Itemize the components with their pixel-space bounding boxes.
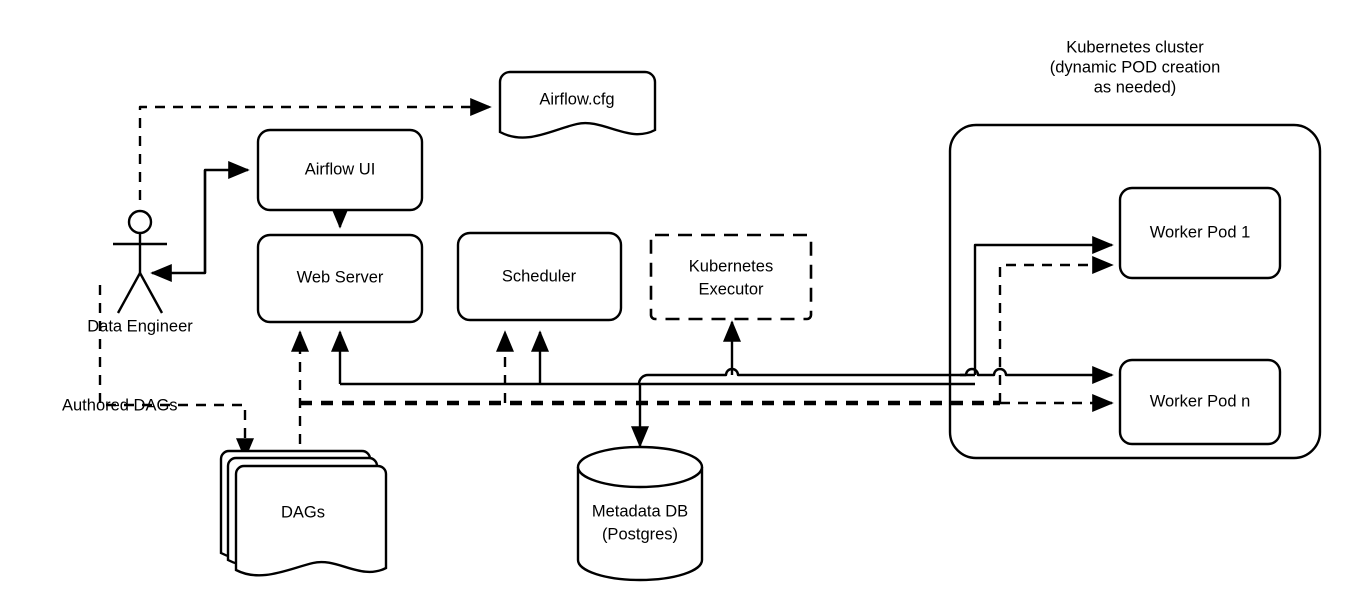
node-airflow-cfg: Airflow.cfg	[498, 70, 657, 139]
data-engineer-head-icon	[127, 209, 153, 235]
dags-label: DAGs	[281, 503, 325, 521]
web-server-label: Web Server	[297, 268, 384, 286]
worker-pod-1-box	[1118, 186, 1282, 280]
scheduler-box	[456, 231, 623, 322]
airflow-cfg-document-shape	[498, 70, 657, 139]
node-data-engineer: Data Engineer	[87, 209, 193, 335]
metadata-db-label-line1: Metadata DB	[592, 502, 688, 520]
web-server-box	[256, 233, 424, 324]
edge-engineer-to-airflow-ui	[203, 161, 250, 273]
kubernetes-executor-box	[649, 233, 813, 321]
edge-engineer-to-airflow-cfg	[138, 98, 492, 200]
kubernetes-cluster-caption-line3: as needed)	[1094, 78, 1177, 96]
kubernetes-executor-label-line2: Executor	[698, 280, 764, 298]
node-airflow-ui: Airflow UI	[256, 128, 424, 212]
edge-dags-to-worker-pod-1	[998, 256, 1114, 403]
kubernetes-cluster-caption-line2: (dynamic POD creation	[1050, 58, 1221, 76]
airflow-ui-box	[256, 128, 424, 212]
edge-label-authored-dags: Authored DAGs	[62, 396, 178, 414]
node-metadata-db: Metadata DB (Postgres)	[576, 445, 704, 582]
kubernetes-cluster-caption-line1: Kubernetes cluster	[1066, 38, 1204, 56]
metadata-db-label-line2: (Postgres)	[602, 525, 678, 543]
edge-executor-to-worker-pod-n	[960, 366, 1114, 384]
worker-pod-1-label: Worker Pod 1	[1150, 223, 1251, 241]
scheduler-label: Scheduler	[502, 267, 577, 285]
bus-solid-executor-return	[637, 367, 975, 385]
node-web-server: Web Server	[256, 233, 424, 324]
worker-pod-n-box	[1118, 358, 1282, 446]
edge-authored-dags	[98, 285, 254, 460]
node-worker-pod-1: Worker Pod 1	[1118, 186, 1282, 280]
node-kubernetes-executor: Kubernetes Executor	[649, 233, 813, 321]
airflow-ui-label: Airflow UI	[305, 160, 376, 178]
node-dags: DAGs	[219, 449, 388, 577]
airflow-cfg-label: Airflow.cfg	[539, 90, 614, 108]
node-scheduler: Scheduler	[456, 231, 623, 322]
node-worker-pod-n: Worker Pod n	[1118, 358, 1282, 446]
dags-document-front	[234, 464, 388, 577]
data-engineer-legs	[116, 272, 164, 314]
metadata-db-cylinder-body	[576, 467, 704, 582]
kubernetes-executor-label-line1: Kubernetes	[689, 257, 773, 275]
worker-pod-n-label: Worker Pod n	[1150, 392, 1251, 410]
edge-executor-to-worker-pod-1	[973, 236, 1114, 375]
edge-ui-to-engineer	[150, 170, 207, 282]
metadata-db-cylinder-top	[576, 445, 704, 489]
data-engineer-label: Data Engineer	[87, 317, 193, 335]
